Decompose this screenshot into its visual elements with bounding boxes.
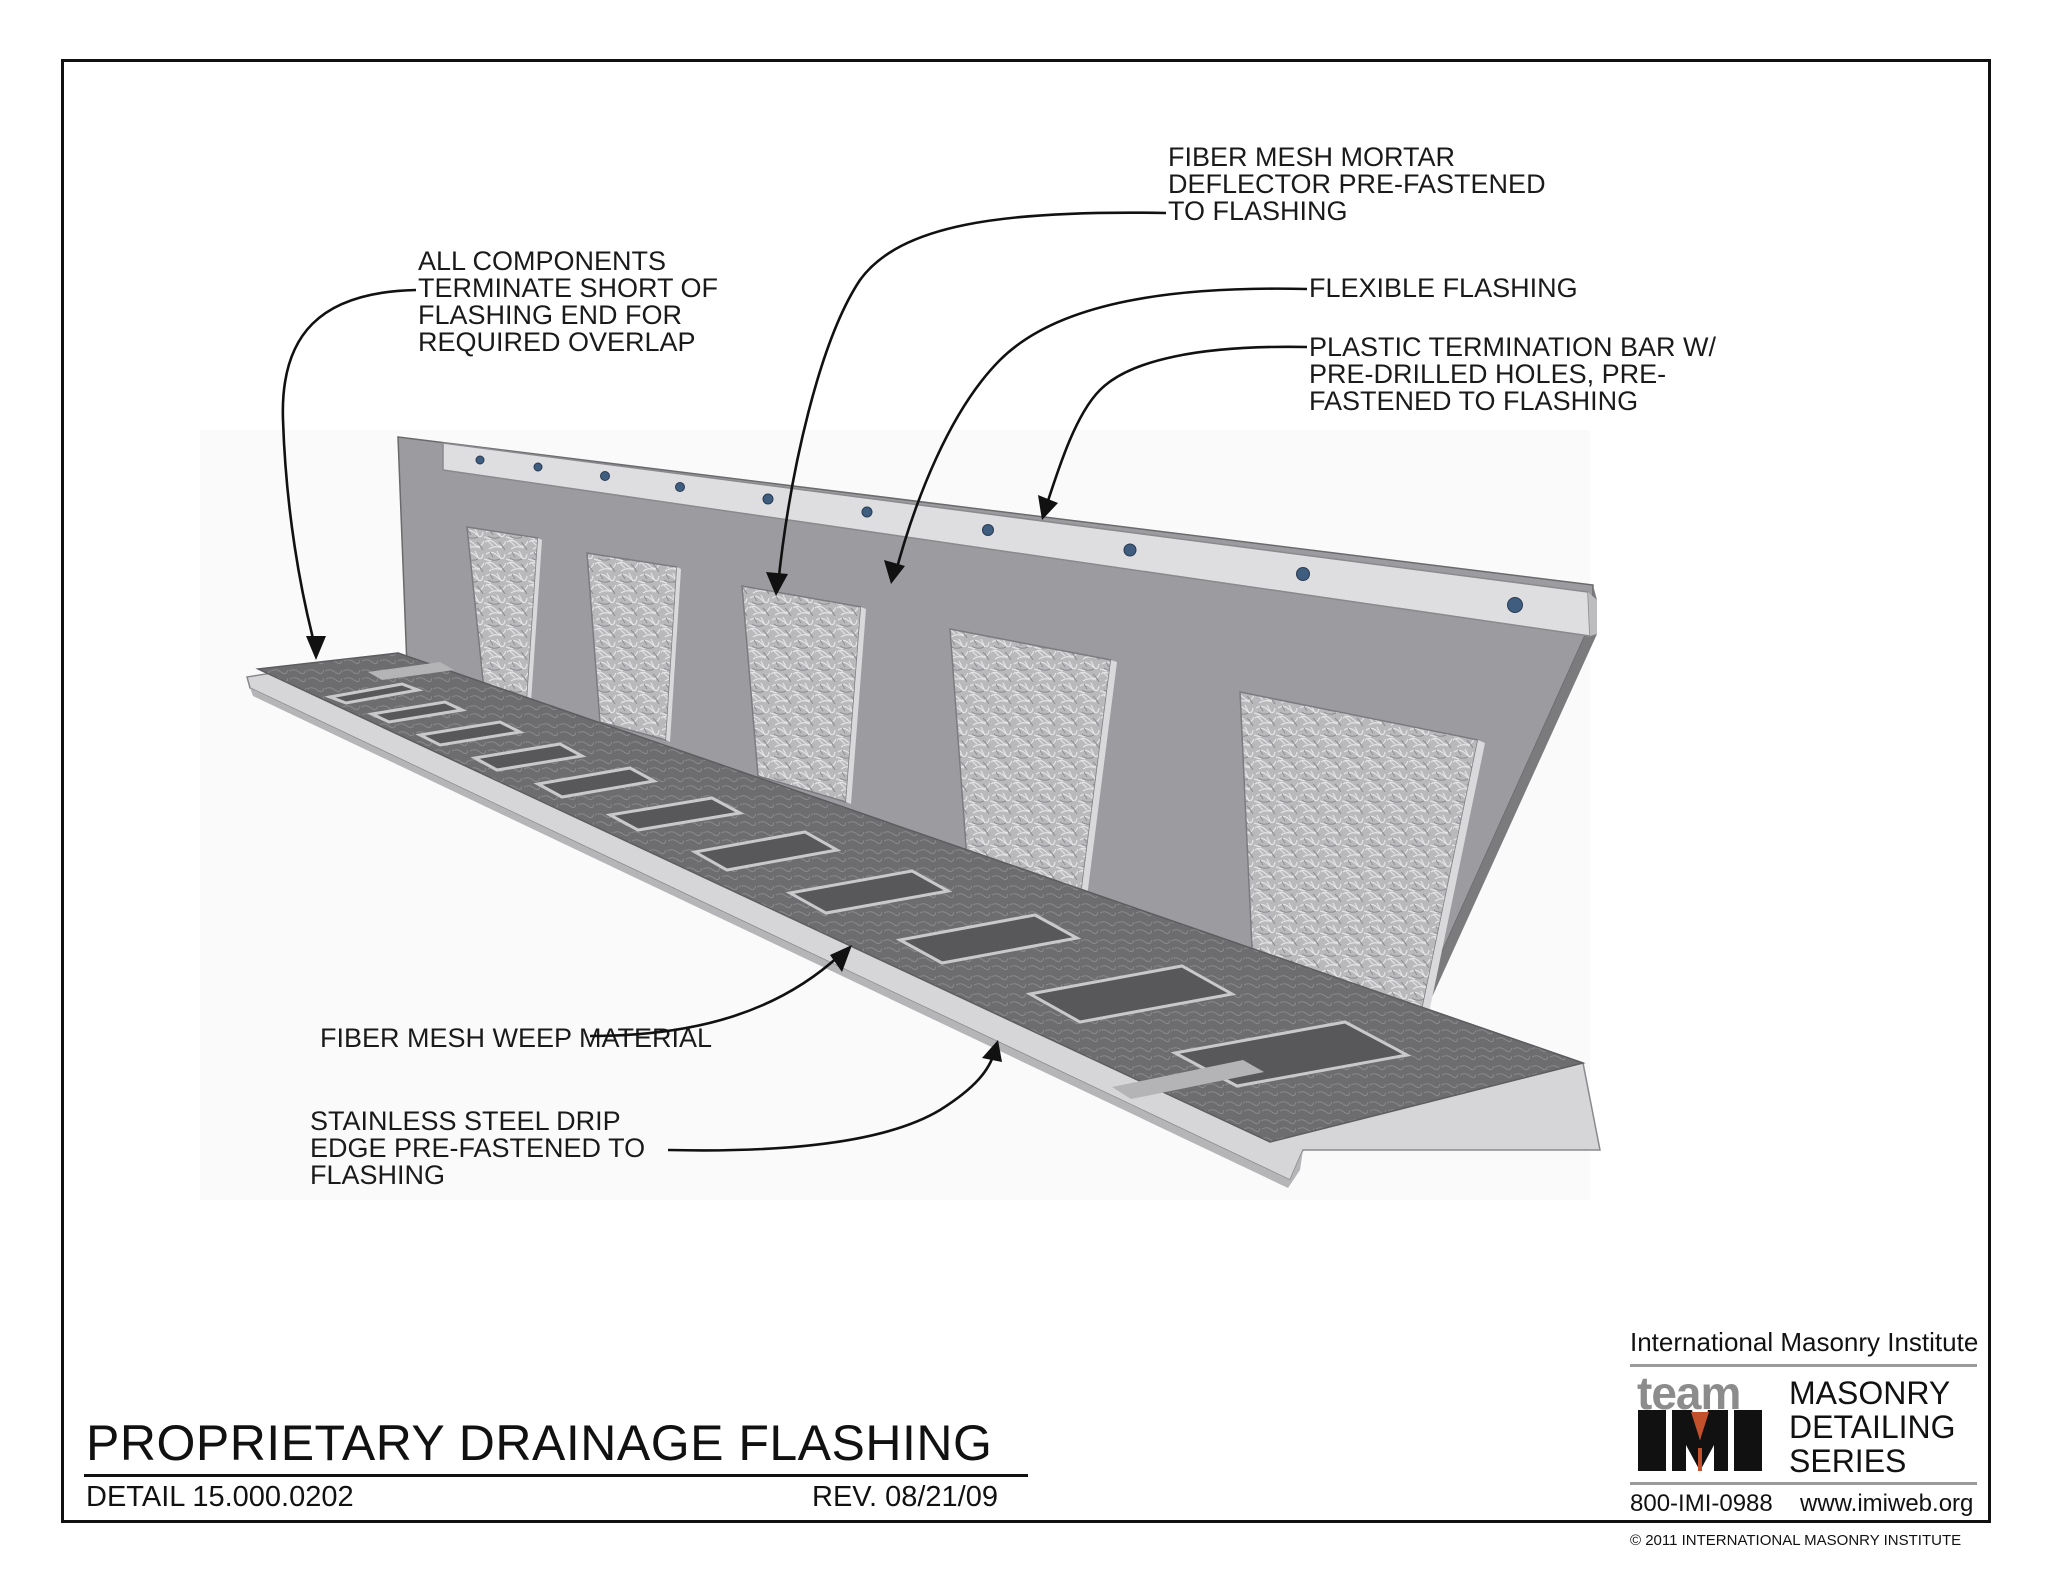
mortar-deflectors — [466, 526, 1479, 1011]
logo-rule-bottom — [1630, 1482, 1977, 1485]
arrowhead — [306, 636, 326, 660]
callout-line: PRE-DRILLED HOLES, PRE- — [1309, 359, 1666, 389]
phone-number: 800-IMI-0988 — [1630, 1490, 1773, 1517]
arrowhead — [884, 560, 905, 584]
callout-line: TO FLASHING — [1168, 196, 1348, 226]
leader-termination-bar — [1043, 345, 1308, 511]
leader-lines — [281, 211, 1308, 1152]
series-line: DETAILING — [1789, 1409, 1956, 1445]
trowel-handle — [1698, 1448, 1702, 1471]
callout-weep-material: FIBER MESH WEEP MATERIAL — [320, 1023, 712, 1053]
callout-line: FIBER MESH WEEP MATERIAL — [320, 1023, 712, 1053]
leader-mortar-deflector — [776, 211, 1167, 586]
callout-line: FIBER MESH MORTAR — [1168, 142, 1455, 172]
callout-termination-bar: PLASTIC TERMINATION BAR W/ PRE-DRILLED H… — [1309, 332, 1717, 416]
logo-bar — [1638, 1410, 1666, 1471]
callout-line: EDGE PRE-FASTENED TO — [310, 1133, 645, 1163]
website-link[interactable]: www.imiweb.org — [1800, 1490, 1974, 1517]
leader-drip-edge — [667, 1049, 997, 1152]
arrowhead — [830, 945, 852, 972]
copyright-notice: © 2011 INTERNATIONAL MASONRY INSTITUTE — [1630, 1532, 1962, 1549]
detail-number: DETAIL 15.000.0202 — [86, 1481, 354, 1513]
callout-line: FLEXIBLE FLASHING — [1309, 273, 1578, 303]
callout-mortar-deflector: FIBER MESH MORTAR DEFLECTOR PRE-FASTENED… — [1168, 142, 1546, 226]
title-underline — [84, 1474, 1028, 1477]
callout-line: FASTENED TO FLASHING — [1309, 386, 1638, 416]
deflector-side-faces — [527, 538, 1485, 1013]
arrowhead — [982, 1040, 1002, 1062]
logo-bar — [1734, 1410, 1762, 1471]
callout-line: ALL COMPONENTS — [418, 246, 666, 276]
callout-line: STAINLESS STEEL DRIP — [310, 1106, 621, 1136]
termination-bar-end — [1588, 592, 1597, 636]
callout-line: FLASHING — [310, 1160, 445, 1190]
drip-edge-lip — [250, 688, 1303, 1188]
leader-arrowheads — [306, 495, 1058, 1062]
leader-components-terminate — [281, 288, 417, 651]
callout-line: DEFLECTOR PRE-FASTENED — [1168, 169, 1546, 199]
logo-bar — [1672, 1410, 1728, 1471]
logo-rule-top — [1630, 1364, 1977, 1367]
team-wordmark: team — [1637, 1367, 1741, 1419]
arrowhead — [1038, 495, 1058, 520]
weep-strip-tops — [368, 662, 1264, 1099]
imi-logo-mark — [1638, 1410, 1762, 1471]
callout-components-terminate: ALL COMPONENTS TERMINATE SHORT OF FLASHI… — [418, 246, 718, 357]
drawing-border — [61, 59, 1991, 1523]
drawing-title: PROPRIETARY DRAINAGE FLASHING — [86, 1415, 993, 1471]
pre-drilled-holes — [475, 455, 1523, 613]
series-line: MASONRY — [1789, 1375, 1951, 1411]
trowel-icon — [1691, 1412, 1709, 1440]
callout-drip-edge: STAINLESS STEEL DRIP EDGE PRE-FASTENED T… — [310, 1106, 645, 1190]
callout-line: FLASHING END FOR — [418, 300, 682, 330]
leader-flexible-flashing — [893, 287, 1308, 576]
leader-weep-material — [589, 954, 841, 1038]
series-line: SERIES — [1789, 1443, 1907, 1479]
organization-name: International Masonry Institute — [1630, 1327, 1979, 1357]
arrowhead — [766, 572, 788, 596]
callout-line: PLASTIC TERMINATION BAR W/ — [1309, 332, 1717, 362]
callout-line: REQUIRED OVERLAP — [418, 327, 696, 357]
revision-date: REV. 08/21/09 — [812, 1481, 998, 1513]
callout-line: TERMINATE SHORT OF — [418, 273, 718, 303]
callout-flexible-flashing: FLEXIBLE FLASHING — [1309, 273, 1578, 303]
